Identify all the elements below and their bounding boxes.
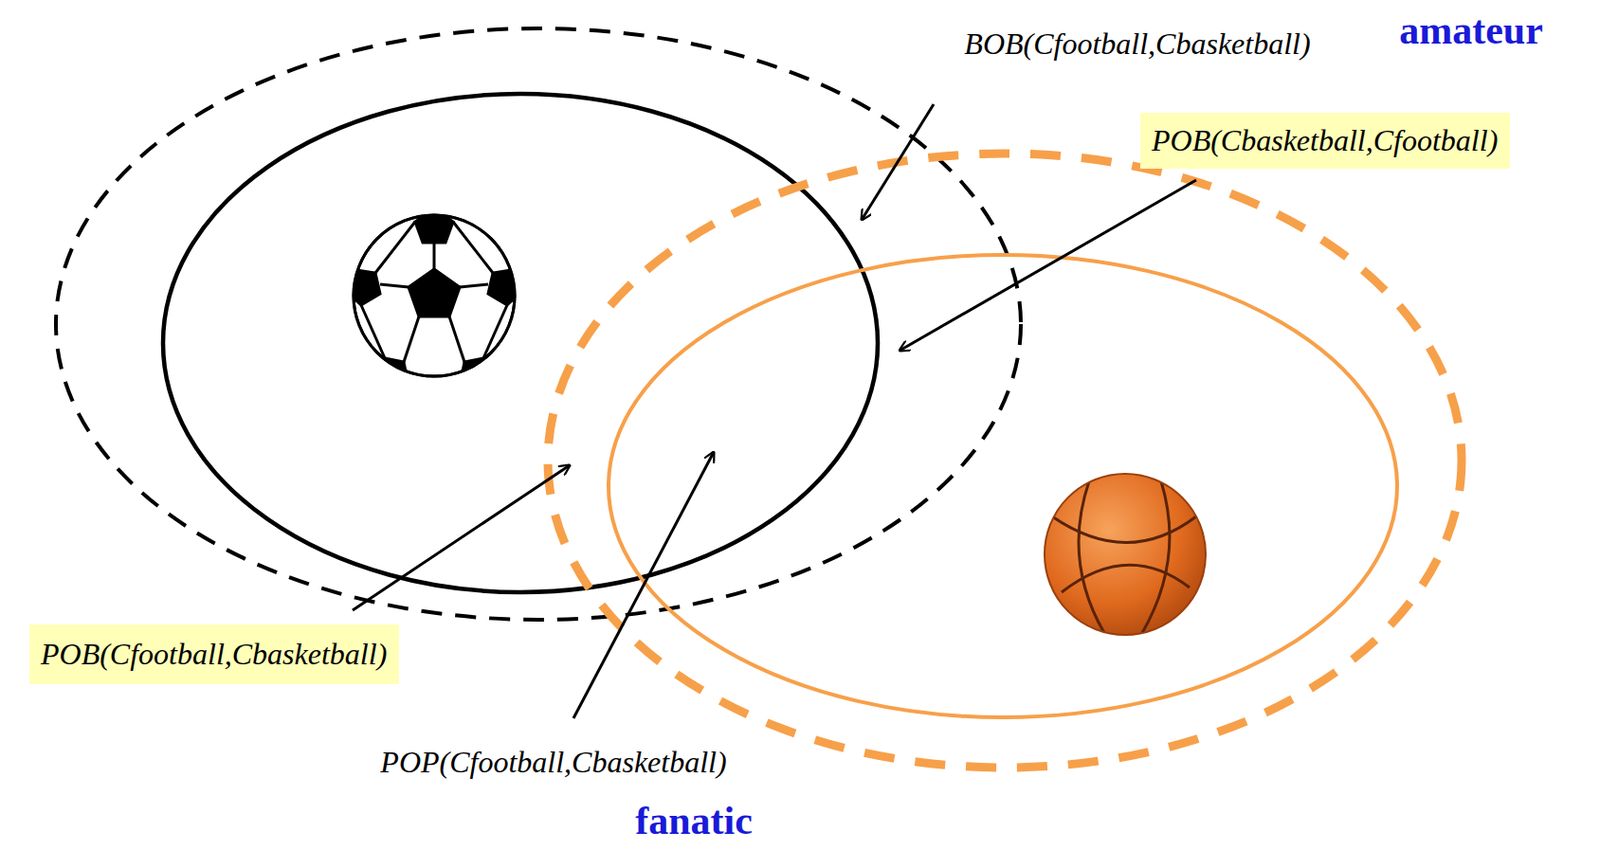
fanatic-football-ellipse	[163, 93, 878, 593]
amateur-label: amateur	[1399, 6, 1544, 55]
pop-label: POP(Cfootball,Cbasketball)	[380, 744, 727, 781]
leader-arrows	[352, 104, 1197, 719]
amateur-basketball-ellipse	[547, 153, 1462, 768]
highlight-box: POB(Cfootball,Cbasketball)	[29, 624, 400, 685]
formula-text: POB(Cbasketball,Cfootball)	[1151, 122, 1499, 159]
formula-text: POB(Cfootball,Cbasketball)	[40, 636, 388, 673]
bob-label: BOB(Cfootball,Cbasketball)	[963, 25, 1310, 62]
football-icon	[345, 208, 524, 389]
highlight-box: POB(Cbasketball,Cfootball)	[1140, 112, 1510, 169]
basketball-icon	[1044, 473, 1206, 636]
amateur-football-ellipse	[55, 28, 1021, 620]
fanatic-basketball-ellipse	[608, 254, 1398, 718]
fanatic-label: fanatic	[635, 797, 753, 845]
